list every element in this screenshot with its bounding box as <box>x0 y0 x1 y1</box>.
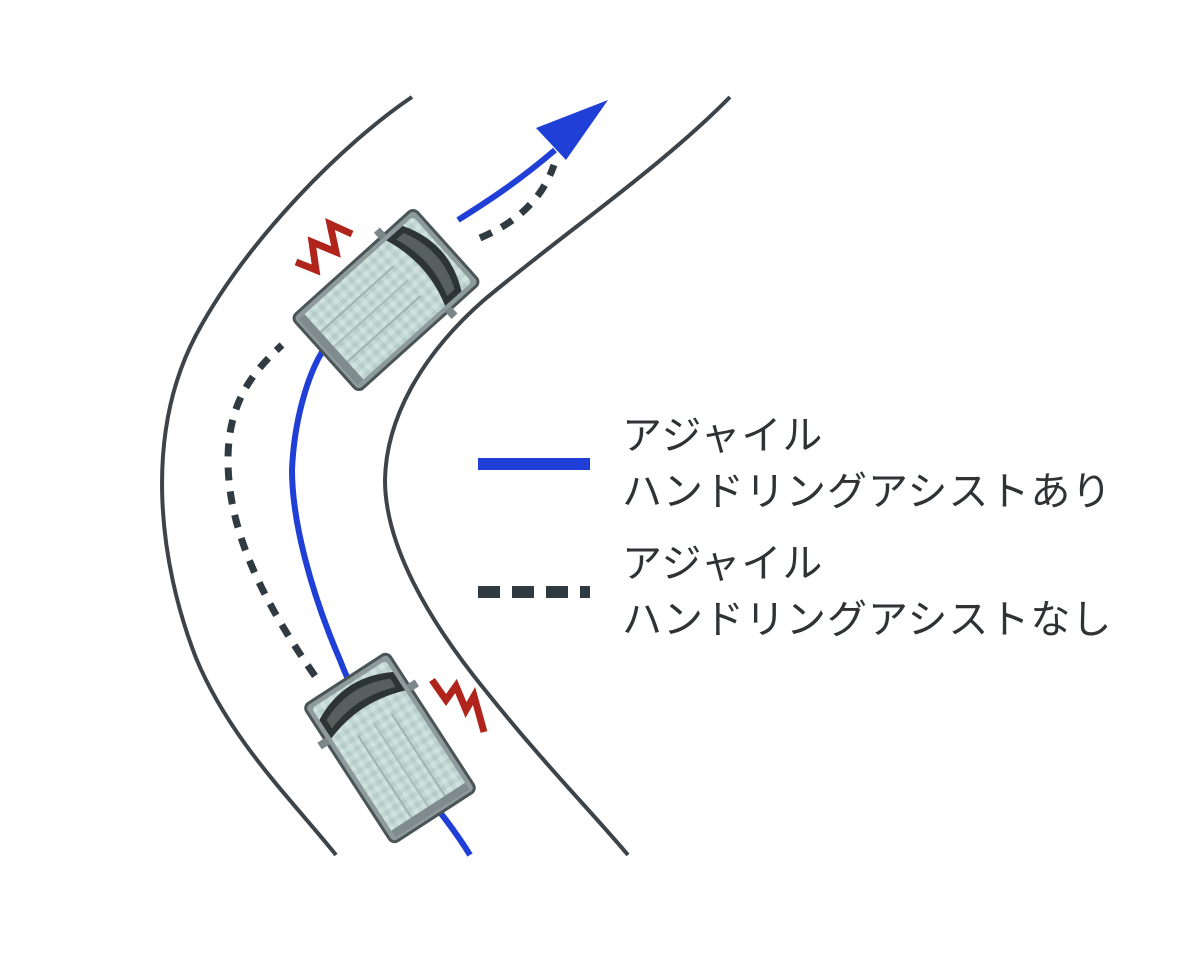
legend-label-line1: アジャイル <box>622 541 824 587</box>
van-lower-icon <box>295 646 485 850</box>
vibration-upper-icon <box>294 217 354 276</box>
vibration-lower-icon <box>429 677 488 733</box>
legend-item-with-assist: アジャイル ハンドリングアシストあり <box>478 408 1112 520</box>
path-without-assist <box>224 163 558 679</box>
road-left-edge <box>160 95 414 857</box>
legend-label-line2: ハンドリングアシストあり <box>622 469 1113 515</box>
legend-label-line2: ハンドリングアシストなし <box>622 597 1113 643</box>
road-right-edge <box>382 95 732 857</box>
legend-item-without-assist: アジャイル ハンドリングアシストなし <box>478 536 1112 648</box>
legend-swatch-dashed <box>478 586 590 598</box>
arrowhead-icon <box>536 100 608 160</box>
legend-swatch-solid <box>478 458 590 470</box>
legend-label-line1: アジャイル <box>622 413 824 459</box>
legend-label-with-assist: アジャイル ハンドリングアシストあり <box>622 408 1112 520</box>
legend-label-without-assist: アジャイル ハンドリングアシストなし <box>622 536 1112 648</box>
